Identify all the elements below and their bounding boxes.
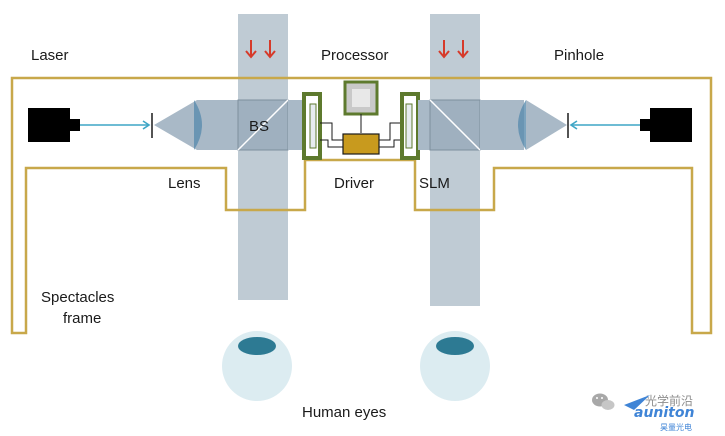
label-lens: Lens (168, 175, 201, 192)
left-eye-icon (222, 331, 292, 401)
left-red-arrows (245, 40, 276, 59)
right-lens-icon (518, 100, 526, 150)
left-slm-holder (302, 92, 322, 160)
laser-nozzle (70, 119, 80, 131)
label-processor: Processor (321, 47, 389, 64)
label-slm: SLM (419, 175, 450, 192)
right-vertical-beam (430, 14, 480, 306)
left-vertical-beam (238, 14, 288, 300)
right-laser-nozzle (640, 119, 650, 131)
wechat-icon (592, 393, 615, 410)
label-spectacles: Spectacles (41, 289, 114, 306)
right-laser-icon (650, 108, 692, 142)
label-frame: frame (63, 310, 101, 327)
watermark-brand: auniton (634, 405, 694, 421)
driver-chip (342, 133, 380, 155)
driver-wires-right (379, 122, 402, 148)
right-red-arrows (438, 40, 469, 59)
brand-logo-icon (624, 395, 650, 410)
label-laser: Laser (31, 47, 69, 64)
laser-icon (28, 108, 70, 142)
label-bs: BS (249, 118, 269, 135)
label-pinhole: Pinhole (554, 47, 604, 64)
processor-icon (343, 80, 379, 116)
left-beam-cone (154, 100, 197, 150)
driver-wires-left (320, 122, 343, 148)
label-driver: Driver (334, 175, 374, 192)
watermark: 光学前沿 auniton 昊量光电 (592, 393, 694, 432)
right-beam-cone (526, 100, 567, 150)
label-human-eyes: Human eyes (302, 404, 386, 421)
left-lens-icon (194, 100, 202, 150)
right-eye-icon (420, 331, 490, 401)
watermark-brand-sub: 昊量光电 (660, 422, 692, 432)
watermark-wechat-text: 光学前沿 (645, 393, 693, 408)
